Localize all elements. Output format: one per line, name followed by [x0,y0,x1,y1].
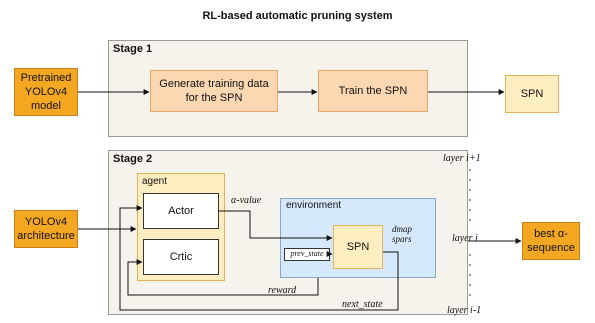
critic-box: Crtic [143,239,219,275]
actor-box: Actor [143,193,219,229]
reward-label: reward [268,285,297,296]
prev-state-box: prev_state [284,248,330,261]
alpha-value-label: α-value [231,195,262,206]
arrow-reward-to-critic [127,259,319,296]
layer-mid-label: layer i [452,233,478,244]
layer-top-label: layer i+1 [443,153,481,164]
arrow-nextstate-to-actor [119,205,399,311]
layer-dots [469,169,471,296]
train-spn-box: Train the SPN [318,70,428,112]
pretrained-yolov4-box: Pretrained YOLOv4 model [14,68,78,116]
stage-2-label: Stage 2 [113,153,153,165]
spars-label: spars [392,234,412,244]
next-state-label: next_state [342,299,383,310]
best-alpha-sequence-box: best α-sequence [522,222,580,260]
layer-bottom-label: layer i-1 [447,305,482,316]
diagram-title: RL-based automatic pruning system [202,10,393,22]
stage-1-label: Stage 1 [113,43,153,55]
yolov4-architecture-box: YOLOv4 architecture [14,210,78,248]
environment-label: environment [286,200,342,211]
arrow-actor-to-spn [219,210,333,241]
dmap-label: dmap [392,224,412,234]
spn-environment-box: SPN [333,225,383,269]
agent-label: agent [142,176,168,187]
spn-output-box: SPN [505,75,559,113]
generate-training-data-box: Generate training data for the SPN [150,70,278,112]
